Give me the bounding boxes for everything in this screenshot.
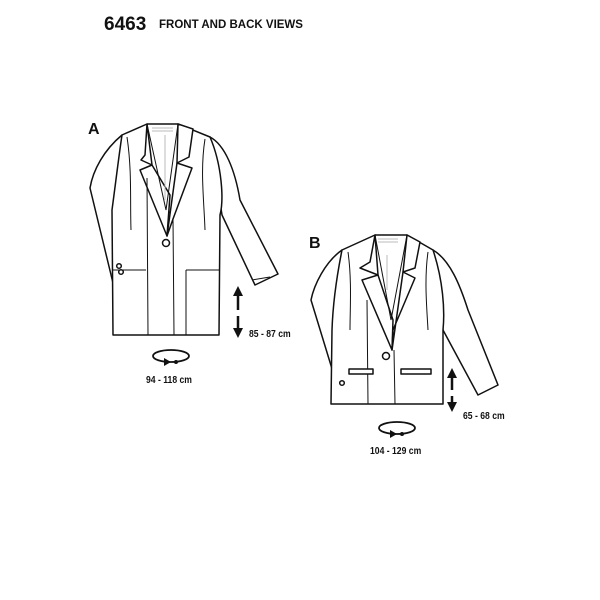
coat-b-button — [381, 351, 391, 361]
circumference-icon-b — [378, 421, 416, 438]
pattern-number: 6463 — [104, 14, 147, 35]
view-b-length: 65 - 68 cm — [463, 410, 505, 422]
view-b-label: B — [309, 235, 321, 252]
view-a-length: 85 - 87 cm — [249, 328, 291, 340]
coat-a-button — [161, 238, 171, 248]
coat-b-pocket-right — [400, 368, 432, 375]
view-a-label: A — [88, 121, 100, 138]
coat-a-drawing — [89, 123, 279, 336]
coat-a-pocket-right — [185, 269, 219, 335]
coat-b-lapel-right — [391, 271, 416, 351]
page-title: FRONT AND BACK VIEWS — [159, 19, 303, 31]
view-b-circumference: 104 - 129 cm — [370, 445, 422, 457]
coat-b-pocket-left — [348, 368, 374, 375]
coat-a-front-edge — [146, 177, 175, 336]
length-arrow-icon-a — [233, 286, 243, 338]
length-arrow-icon-b — [447, 368, 457, 412]
coat-b-drawing — [310, 234, 499, 405]
coat-b-right-sleeve — [432, 249, 499, 396]
coat-a-collar-right — [176, 123, 194, 164]
coat-a-right-sleeve — [209, 136, 279, 286]
coat-a-collar-left — [140, 123, 153, 166]
view-a-circumference: 94 - 118 cm — [146, 374, 192, 386]
circumference-icon-a — [152, 349, 190, 366]
coat-b-collar-left — [359, 234, 379, 276]
coat-b-collar-right — [402, 234, 421, 273]
coat-b-front-edge — [366, 299, 396, 405]
